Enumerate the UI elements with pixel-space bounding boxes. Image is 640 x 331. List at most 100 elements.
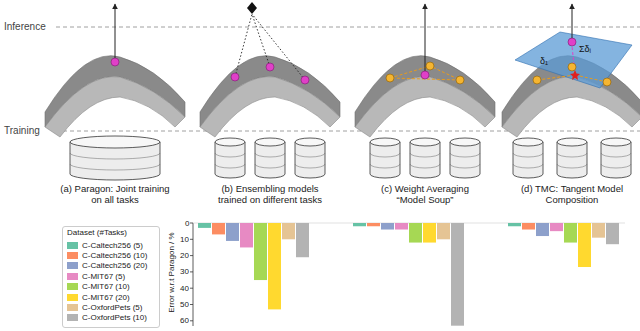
training-line: [56, 131, 640, 132]
ensemble-diamond: [247, 2, 257, 14]
dataset-cylinder: [215, 138, 245, 178]
axis-tick: [190, 320, 193, 321]
legend-text: C-OxfordPets (10): [82, 313, 147, 322]
legend-text: C-Caltech256 (5): [82, 241, 143, 250]
panel-caption: (c) Weight Averaging “Model Soup”: [369, 184, 481, 206]
math-label: δ₁: [540, 56, 548, 66]
bar: [296, 223, 309, 257]
bar: [536, 223, 549, 236]
bar: [606, 223, 619, 244]
bar: [282, 223, 295, 239]
bar: [592, 223, 605, 238]
bar-chart: [198, 223, 619, 326]
model-point: [111, 58, 119, 66]
axis-tick: [190, 223, 193, 224]
tick-label: 40: [180, 284, 189, 293]
panel-caption: (a) Paragon: Joint training on all tasks: [59, 184, 171, 206]
level-label: Inference: [4, 21, 46, 33]
star-point: [570, 70, 580, 80]
legend-entry: C-Caltech256 (10): [67, 250, 156, 260]
legend-entry: C-MIT67 (20): [67, 292, 156, 302]
model-point: [386, 74, 394, 82]
ensemble-lines: [235, 14, 305, 80]
legend-text: C-OxfordPets (5): [82, 303, 142, 312]
bar: [381, 223, 394, 230]
axis-tick: [190, 288, 193, 289]
tick-label: 10: [180, 235, 189, 244]
bar: [508, 223, 521, 226]
legend-entry: C-Caltech256 (5): [67, 240, 156, 250]
model-point: [231, 73, 239, 81]
bar: [395, 223, 408, 230]
bar: [353, 223, 366, 226]
bar: [367, 223, 380, 226]
dataset-cylinder: [513, 138, 543, 178]
bar: [578, 223, 591, 267]
legend-box: C-Caltech256 (5)C-Caltech256 (10)C-Calte…: [62, 226, 160, 328]
dataset-cylinder: [70, 136, 160, 180]
legend-swatch: [67, 242, 78, 249]
model-point: [426, 62, 434, 70]
model-point: [421, 71, 429, 79]
axis-tick: [190, 255, 193, 256]
dataset-cylinder: [410, 138, 440, 178]
axis-title: Error w.r.t Paragon / %: [167, 232, 176, 312]
legend-text: C-Caltech256 (10): [82, 251, 147, 260]
model-point: [301, 76, 309, 84]
tick-label: 30: [180, 267, 189, 276]
legend-swatch: [67, 252, 78, 259]
legend-swatch: [67, 314, 78, 321]
inference-arrow: [115, 4, 116, 60]
dataset-cylinder: [295, 138, 325, 178]
bar: [212, 223, 225, 234]
legend-entry: C-MIT67 (10): [67, 282, 156, 292]
legend-swatch: [67, 294, 78, 301]
bar: [254, 223, 267, 280]
bar: [451, 223, 464, 326]
legend-swatch: [67, 283, 78, 290]
bar: [564, 223, 577, 243]
model-point: [533, 76, 541, 84]
legend-entry: C-Caltech256 (20): [67, 261, 156, 271]
y-axis: [193, 223, 194, 326]
inference-arrow: [425, 4, 426, 72]
legend-swatch: [67, 273, 78, 280]
model-point: [266, 63, 274, 71]
axis-tick: [190, 239, 193, 240]
axis-tick: [190, 304, 193, 305]
tick-label: 50: [180, 300, 189, 309]
model-point: [456, 76, 464, 84]
loss-surface: [502, 56, 640, 137]
bar: [198, 223, 211, 228]
panel-caption: (b) Ensembling models trained on differe…: [208, 184, 332, 206]
loss-surface: [45, 56, 185, 137]
bar: [268, 223, 281, 309]
legend-entry: C-OxfordPets (5): [67, 302, 156, 312]
tick-label: 0: [185, 219, 189, 228]
model-point: [568, 63, 576, 71]
tangent-plane: [515, 32, 632, 88]
bar: [240, 223, 253, 247]
legend-text: C-MIT67 (10): [82, 282, 130, 291]
legend-entry: C-MIT67 (5): [67, 271, 156, 281]
bar: [423, 223, 436, 243]
inference-line: [56, 27, 640, 28]
dataset-cylinder: [450, 138, 480, 178]
legend-text: C-MIT67 (5): [82, 272, 125, 281]
bar: [550, 223, 563, 231]
bar: [437, 223, 450, 239]
panel-caption: (d) TMC: Tangent Model Composition: [516, 184, 628, 206]
inference-arrow: [572, 4, 573, 40]
bar: [226, 223, 239, 241]
level-label: Training: [4, 125, 40, 137]
legend-swatch: [67, 304, 78, 311]
math-label: Σδᵢ: [579, 44, 591, 54]
tick-label: 20: [180, 251, 189, 260]
legend-text: C-Caltech256 (20): [82, 261, 147, 270]
axis-tick: [190, 271, 193, 272]
dataset-cylinder: [370, 138, 400, 178]
legend-entry: C-OxfordPets (10): [67, 313, 156, 323]
legend-swatch: [67, 262, 78, 269]
bar: [409, 223, 422, 243]
